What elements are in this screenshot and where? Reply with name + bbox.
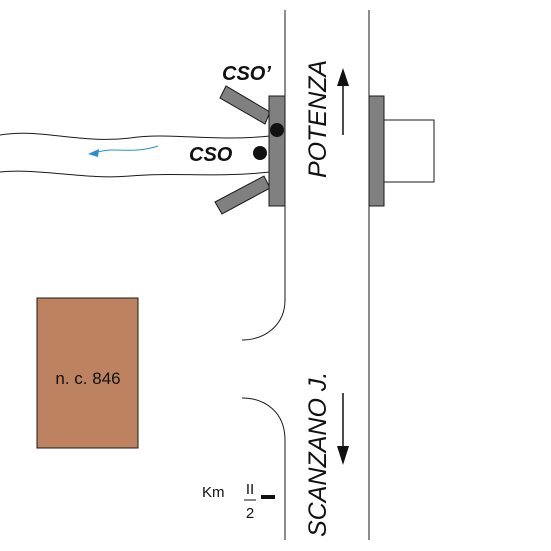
- stream: [0, 132, 271, 178]
- direction-north-label: POTENZA: [304, 60, 332, 178]
- south-arrow: [337, 393, 349, 465]
- flow-arrow: [88, 145, 159, 157]
- cso-point: [253, 146, 267, 160]
- building-846: [36, 297, 139, 449]
- road: [241, 10, 370, 540]
- km-denominator: 2: [246, 505, 254, 522]
- north-arrow-head: [337, 68, 349, 86]
- cso-label: CSO: [189, 144, 233, 166]
- building-label: n. c. 846: [55, 369, 120, 388]
- north-arrow: [337, 68, 349, 135]
- km-numerator: II: [246, 481, 254, 498]
- flow-arrow-head: [88, 149, 99, 157]
- side-structure: [383, 119, 435, 183]
- stream-bank-upper: [0, 132, 271, 140]
- road-edge-left-mid: [241, 206, 286, 341]
- cso-prime-point: [270, 123, 284, 137]
- km-prefix: Km: [202, 484, 225, 501]
- south-arrow-head: [337, 446, 349, 465]
- flow-arrow-line: [93, 145, 159, 154]
- wing-wall-upper: [219, 85, 271, 125]
- bridge-pier-left: [268, 95, 286, 207]
- road-edge-left-lower: [241, 397, 286, 540]
- km-marker: Km II 2: [202, 481, 275, 522]
- bridge-pier-right: [368, 95, 385, 207]
- cso-prime-label: CSO’: [222, 63, 271, 85]
- wing-wall-lower: [214, 175, 271, 215]
- direction-south-label: SCANZANO J.: [304, 372, 332, 537]
- stream-bank-lower: [0, 170, 271, 178]
